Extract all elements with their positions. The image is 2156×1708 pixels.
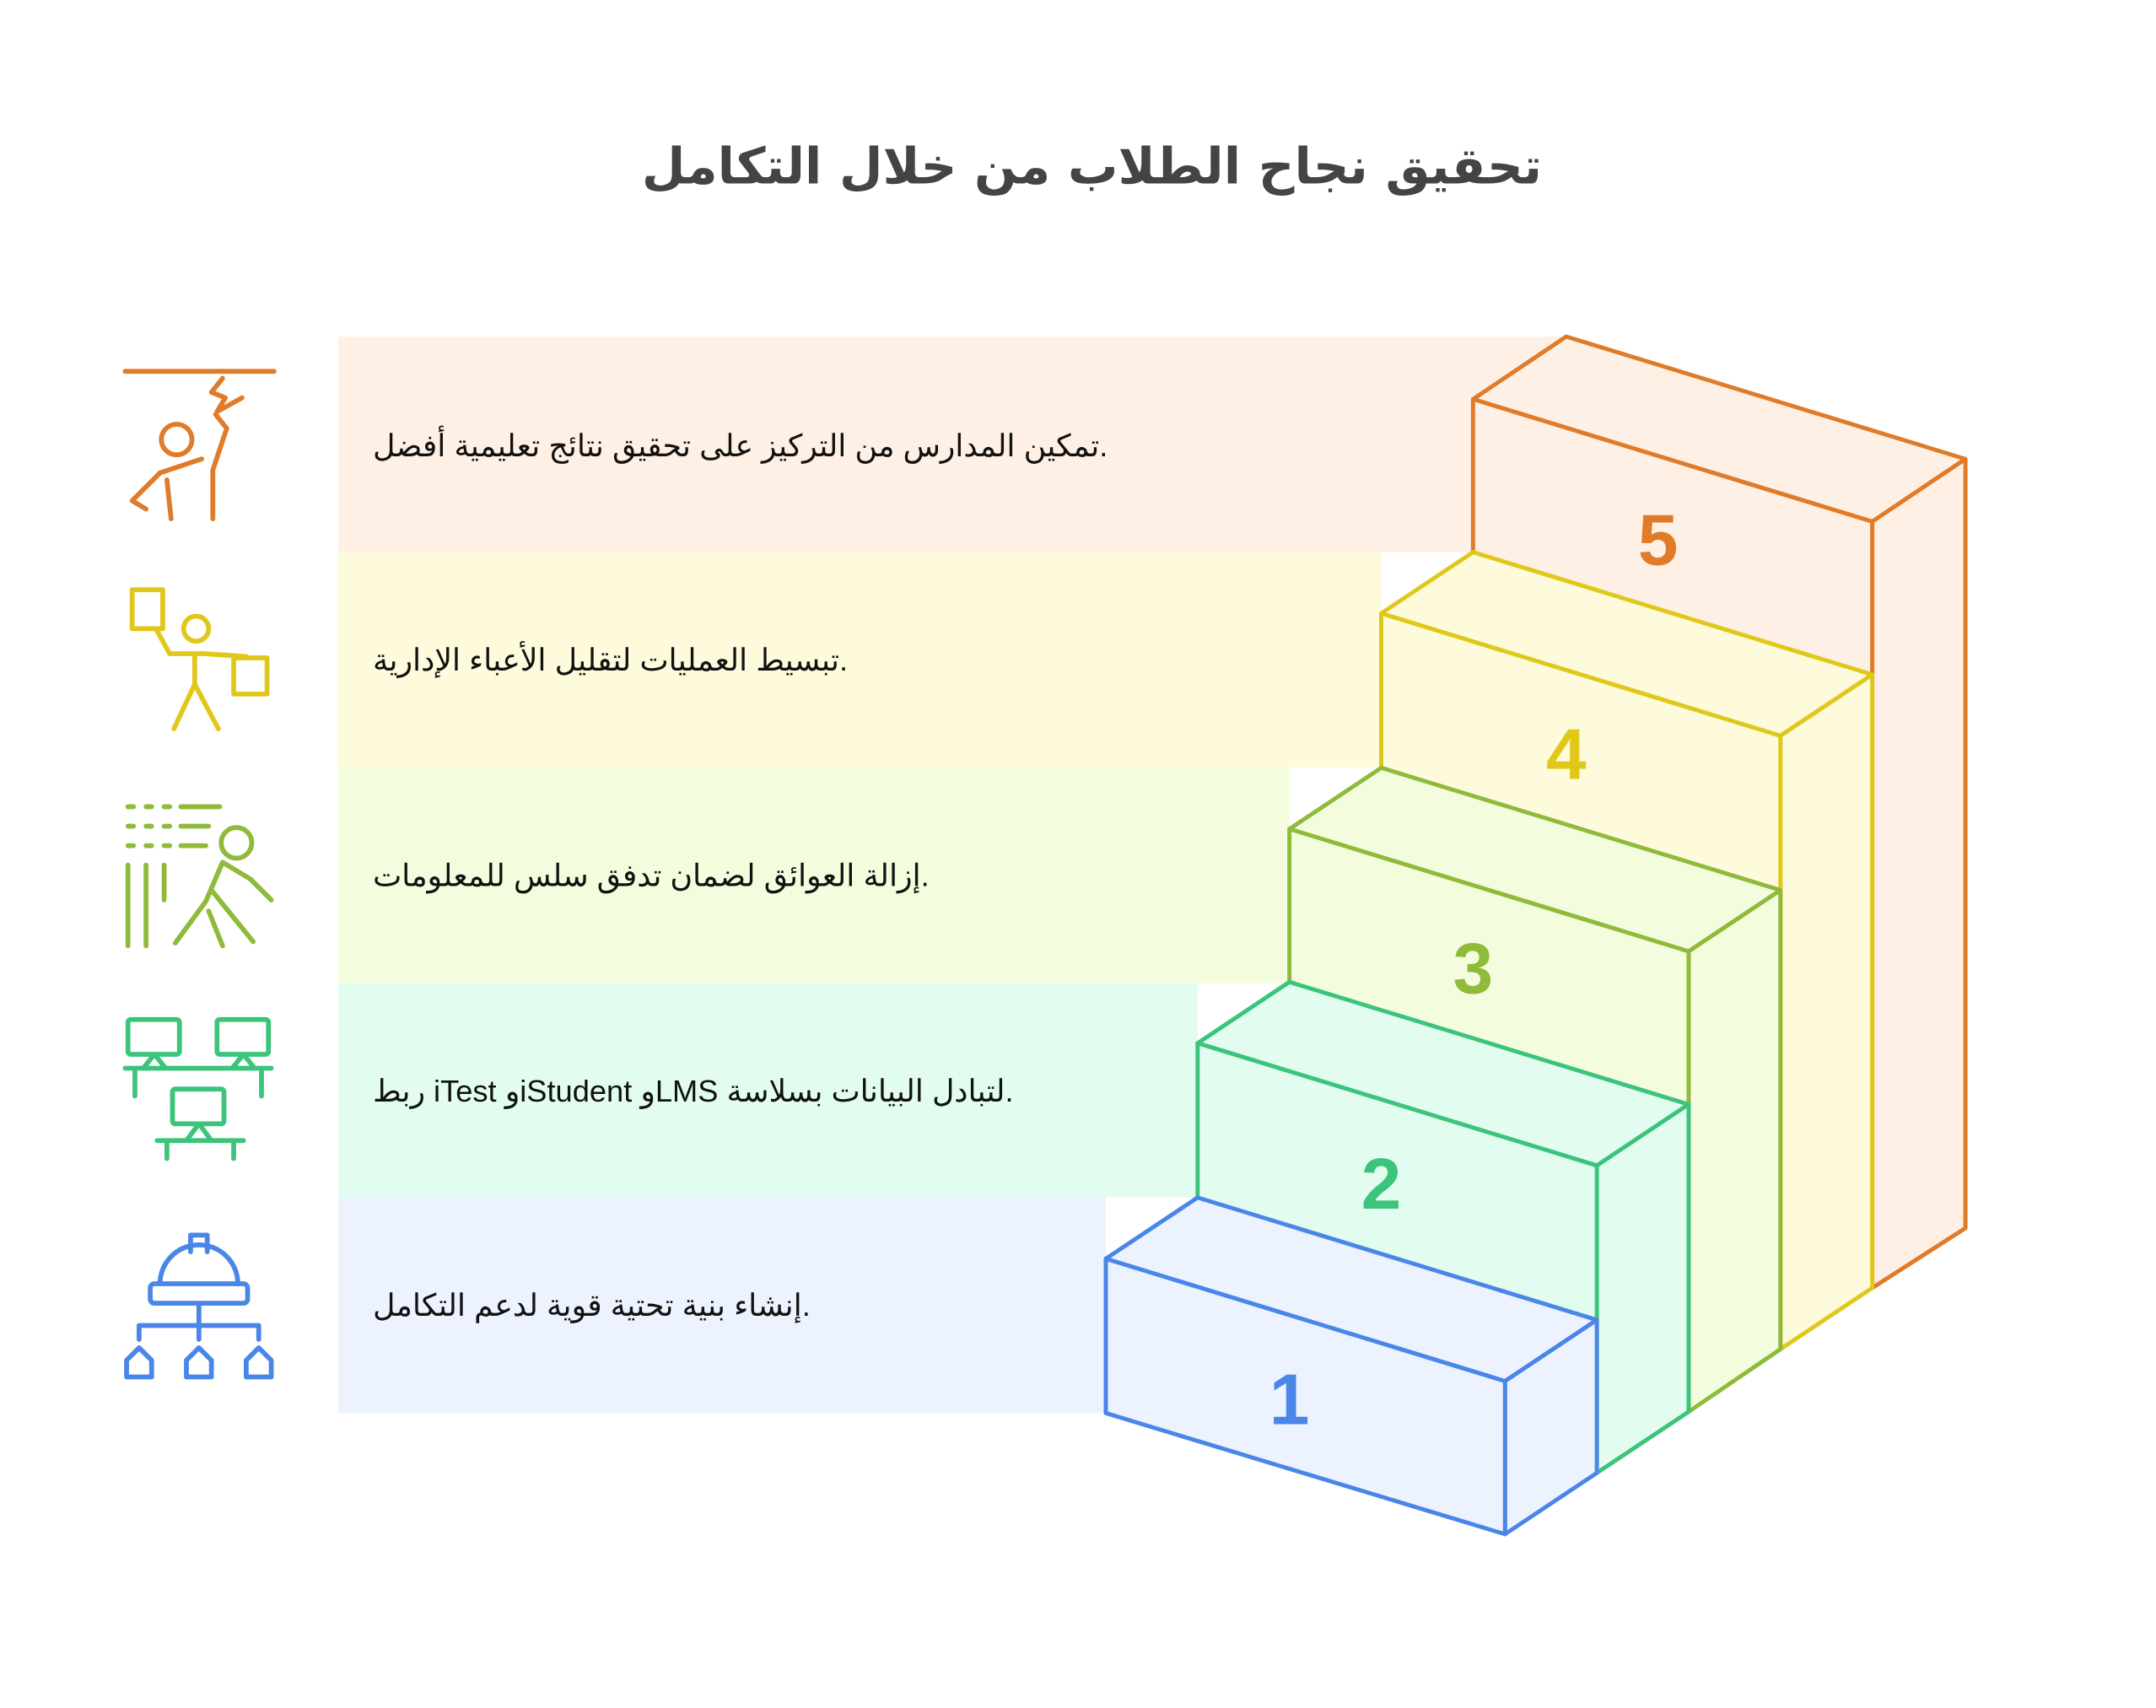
band-step-2 [337, 983, 1198, 1198]
walking-person-flow-icon [125, 804, 274, 949]
step-2-number: 2 [1361, 1144, 1402, 1225]
step-1-number: 1 [1269, 1360, 1310, 1441]
person-juggling-documents-icon [129, 587, 270, 731]
step-1-block [1103, 1195, 1599, 1537]
connected-computers-icon [122, 1016, 274, 1161]
step-5-description: تمكين المدارس من التركيز على تحقيق نتائج… [373, 425, 1108, 464]
step-1-description: إنشاء بنية تحتية قوية لدعم التكامل. [373, 1288, 811, 1323]
person-reaching-goal-icon [122, 369, 277, 521]
band-step-1 [337, 1197, 1106, 1414]
step-3-description: إزالة العوائق لضمان تدفق سلس للمعلومات. [373, 858, 930, 893]
step-5-number: 5 [1638, 500, 1679, 581]
step-3-number: 3 [1453, 928, 1493, 1009]
band-step-3 [337, 768, 1290, 983]
step-4-description: تبسيط العمليات لتقليل الأعباء الإدارية. [373, 641, 848, 678]
page-title: تحقيق نجاح الطلاب من خلال التكامل [642, 137, 1542, 197]
step-2-description: ربط iTest وiStudent وLMS لتبادل البيانات… [373, 1074, 1014, 1109]
step-4-number: 4 [1546, 714, 1587, 795]
band-step-4 [337, 552, 1382, 768]
band-step-5 [337, 337, 1566, 552]
infrastructure-helmet-icon [124, 1232, 274, 1380]
